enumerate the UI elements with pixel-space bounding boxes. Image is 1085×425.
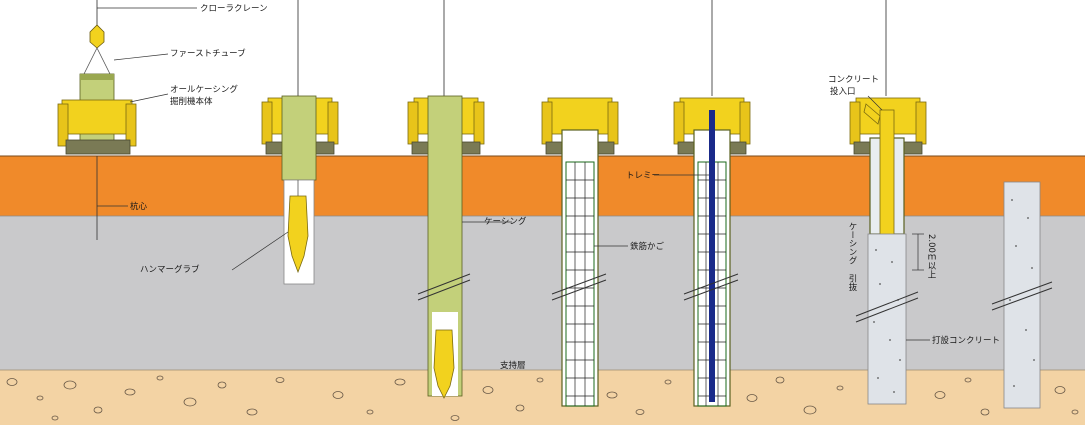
label-placed-concrete: 打設コンクリート — [932, 335, 1000, 346]
label-bearing-layer: 支持層 — [500, 360, 526, 371]
label-depth-mark: 2.00ｍ以上 — [926, 234, 936, 278]
stage-1-first-tube — [57, 0, 137, 240]
gravel-pattern — [6, 375, 1079, 421]
placed-concrete — [867, 233, 907, 405]
label-hammer-grab: ハンマーグラブ — [140, 264, 200, 275]
stage-4-rebar-cage — [541, 97, 619, 407]
label-concrete-inlet-2: 投入口 — [830, 86, 856, 97]
label-core: 杭心 — [130, 201, 148, 212]
label-first-tube: ファーストチューブ — [170, 48, 246, 59]
break-mark — [417, 273, 471, 301]
break-mark — [991, 281, 1053, 311]
stage-7-completed-pile — [991, 181, 1053, 409]
label-leaders — [97, 7, 930, 341]
hammer-grab-icon — [433, 329, 455, 399]
label-casing-pullout-2: 引抜 — [847, 274, 857, 292]
label-concrete-inlet-1: コンクリート — [828, 75, 879, 85]
concrete-hopper — [863, 103, 881, 125]
topsoil-layer — [0, 156, 1085, 216]
hammer-grab-icon — [287, 195, 309, 274]
label-drilling-machine: 掘削機本体 — [170, 96, 213, 107]
label-all-casing: オールケーシング — [170, 84, 238, 95]
drilling-machine-body — [61, 99, 133, 135]
break-mark — [551, 273, 607, 301]
clay-layer — [0, 216, 1085, 370]
break-mark — [855, 291, 919, 323]
hook-icon — [89, 24, 105, 49]
label-casing-pullout-1: ケーシング — [847, 222, 857, 265]
casing — [561, 129, 599, 407]
label-crawler-crane: クローラクレーン — [200, 4, 268, 14]
stage-6-concrete-placing — [849, 0, 927, 405]
label-casing: ケーシング — [484, 216, 527, 227]
casing — [281, 95, 317, 181]
break-mark — [683, 273, 739, 301]
tremie-pipe — [709, 110, 715, 402]
completed-pile — [1003, 181, 1041, 409]
stage-5-tremie — [673, 0, 751, 407]
label-rebar-cage: 鉄筋かご — [630, 241, 665, 252]
stage-3-casing — [407, 0, 485, 399]
stage-2-hammer-grab — [261, 0, 339, 285]
label-tremie: トレミー — [626, 171, 660, 181]
